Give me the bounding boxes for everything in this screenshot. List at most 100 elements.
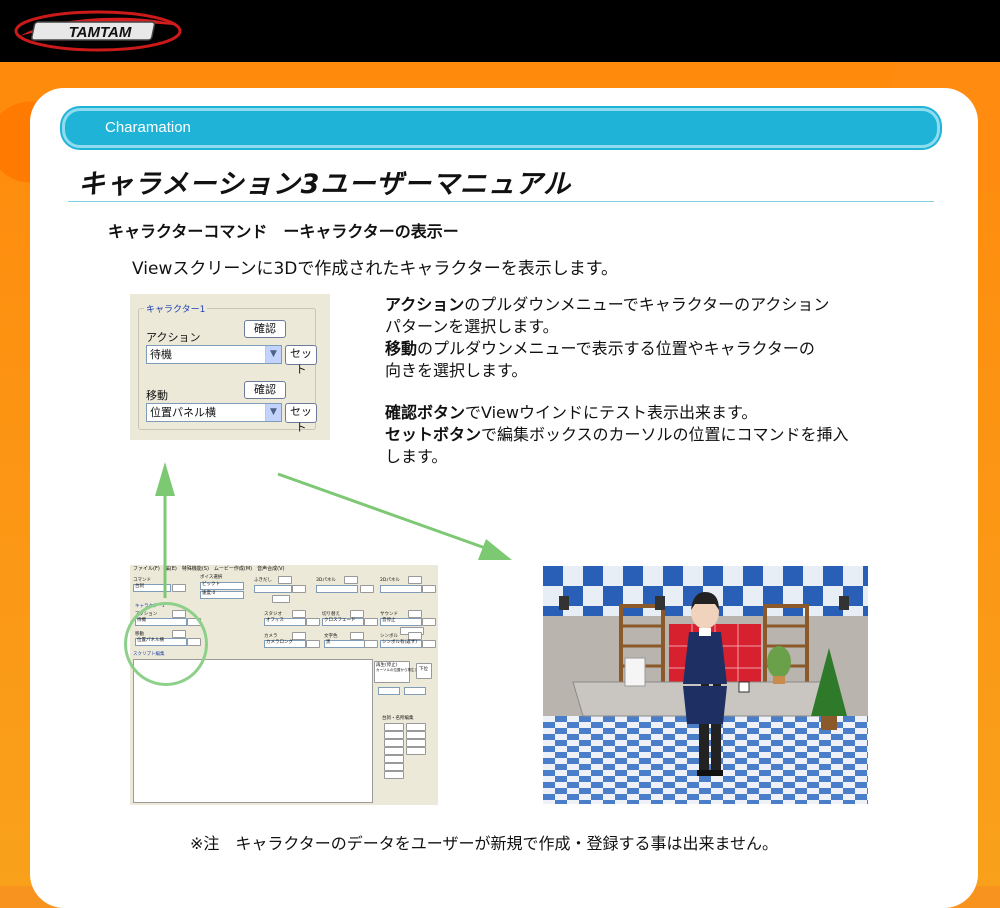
move-select[interactable]: 位置パネル横 ▼ bbox=[146, 403, 282, 422]
counter-plate bbox=[738, 681, 750, 693]
app-play-button bbox=[374, 661, 410, 683]
desc-text: のプルダウンメニューで表示する位置やキャラクターの bbox=[417, 339, 815, 358]
app-button bbox=[306, 618, 320, 626]
desc-line: 確認ボタンでViewウインドにテスト表示出来ます。 bbox=[385, 402, 757, 423]
app-button bbox=[384, 763, 404, 771]
spotlight bbox=[839, 596, 849, 610]
app-button bbox=[416, 663, 432, 679]
app-field bbox=[404, 687, 426, 695]
character-form: キャラクター1 アクション 確認 待機 ▼ セット 移動 確認 位置パネル横 ▼… bbox=[130, 294, 330, 440]
top-bar: TAMTAM bbox=[0, 0, 1000, 62]
action-select[interactable]: 待機 ▼ bbox=[146, 345, 282, 364]
app-label: 文字色 bbox=[324, 634, 338, 639]
app-label: スタジオ bbox=[264, 612, 282, 617]
app-label: 3Dパネル bbox=[316, 578, 336, 583]
app-select bbox=[316, 585, 358, 593]
chevron-down-icon[interactable]: ▼ bbox=[265, 346, 281, 363]
desc-text: でViewウインドにテスト表示出来ます。 bbox=[465, 403, 758, 422]
app-select bbox=[380, 640, 422, 648]
app-menu-bar: ファイル(F) 編(E) 特殊機能(S) ムービー作成(M) 音声合成(V) bbox=[133, 566, 285, 572]
app-button bbox=[384, 739, 404, 747]
app-value: 台詞 bbox=[135, 584, 144, 589]
app-value: オフィス bbox=[266, 618, 284, 623]
action-confirm-button[interactable]: 確認 bbox=[244, 320, 286, 338]
app-value: 速度:0 bbox=[202, 591, 216, 596]
page-title: キャラメーション3ユーザーマニュアル bbox=[78, 169, 572, 200]
chevron-down-icon[interactable]: ▼ bbox=[265, 404, 281, 421]
highlight-circle bbox=[124, 602, 208, 686]
app-select bbox=[380, 618, 422, 626]
app-value: 音停止 bbox=[382, 618, 396, 623]
app-select bbox=[200, 591, 244, 599]
app-button bbox=[364, 640, 378, 648]
desc-text: のプルダウンメニューでキャラクターのアクション bbox=[464, 295, 830, 314]
app-button bbox=[406, 723, 426, 731]
app-label: 台詞・名所編集 bbox=[382, 716, 414, 721]
spotlight bbox=[559, 596, 569, 610]
app-label: サウンド bbox=[380, 612, 398, 617]
app-button bbox=[350, 632, 364, 640]
desc-text: します。 bbox=[385, 447, 448, 466]
app-value: シンボル有(返す) bbox=[382, 640, 418, 645]
desc-bold: アクション bbox=[385, 295, 465, 314]
desc-line: パターンを選択します。 bbox=[385, 316, 559, 337]
app-button bbox=[344, 576, 358, 584]
character-group-label: キャラクター1 bbox=[144, 302, 208, 315]
app-field bbox=[378, 687, 400, 695]
app-button bbox=[350, 610, 364, 618]
move-confirm-button[interactable]: 確認 bbox=[244, 381, 286, 399]
character-model bbox=[683, 592, 727, 776]
action-label: アクション bbox=[146, 331, 201, 344]
connector-arrows bbox=[155, 462, 512, 598]
desc-line: セットボタンで編集ボックスのカーソルの位置にコマンドを挿入 bbox=[385, 424, 849, 445]
app-select bbox=[380, 585, 422, 593]
tamtam-logo: TAMTAM bbox=[14, 10, 182, 52]
app-label: 切り替え bbox=[322, 612, 340, 617]
desc-bold: セットボタン bbox=[385, 425, 482, 444]
app-button bbox=[422, 618, 436, 626]
app-value: クロスフェード bbox=[324, 618, 356, 623]
character-view-scene bbox=[543, 566, 868, 804]
logo-text: TAMTAM bbox=[69, 24, 132, 41]
move-select-value: 位置パネル横 bbox=[150, 406, 216, 419]
app-button bbox=[292, 585, 306, 593]
app-label: ふきだし bbox=[254, 578, 272, 583]
banner-label: Charamation bbox=[105, 119, 191, 136]
counter-sign bbox=[624, 657, 646, 687]
section-heading: キャラクターコマンド ーキャラクターの表示ー bbox=[108, 222, 459, 241]
section-banner: Charamation bbox=[62, 108, 940, 148]
potted-plant bbox=[767, 646, 791, 684]
app-select bbox=[200, 582, 244, 590]
app-button bbox=[306, 640, 320, 648]
intro-text: Viewスクリーンに3Dで作成されたキャラクターを表示します。 bbox=[132, 259, 619, 279]
app-button bbox=[292, 632, 306, 640]
app-button bbox=[360, 585, 374, 593]
desc-text: パターンを選択します。 bbox=[385, 317, 559, 336]
app-label: 下位 bbox=[419, 667, 428, 672]
title-divider bbox=[68, 201, 934, 202]
move-label: 移動 bbox=[146, 389, 168, 402]
desc-text: 向きを選択します。 bbox=[385, 361, 528, 380]
right-arrow-icon bbox=[277, 472, 512, 560]
app-select bbox=[264, 618, 306, 626]
app-button bbox=[408, 610, 422, 618]
app-button bbox=[406, 747, 426, 755]
app-button bbox=[384, 755, 404, 763]
spotlight bbox=[655, 596, 665, 610]
up-arrow-icon bbox=[155, 462, 175, 598]
app-button bbox=[384, 771, 404, 779]
footnote: ※注 キャラクターのデータをユーザーが新規で作成・登録する事は出来ません。 bbox=[190, 834, 778, 853]
action-set-button[interactable]: セット bbox=[285, 345, 317, 376]
app-button bbox=[422, 640, 436, 648]
app-label: 2Dパネル bbox=[380, 578, 400, 583]
character-group bbox=[138, 308, 316, 430]
app-value: ビックト bbox=[202, 582, 220, 587]
app-label: 再生(停止) bbox=[376, 663, 398, 668]
app-button bbox=[408, 576, 422, 584]
move-set-button[interactable]: セット bbox=[285, 403, 317, 434]
app-button bbox=[272, 595, 290, 603]
app-label: シンボル bbox=[380, 634, 398, 639]
app-select bbox=[322, 618, 364, 626]
app-button bbox=[422, 585, 436, 593]
app-button bbox=[278, 576, 292, 584]
